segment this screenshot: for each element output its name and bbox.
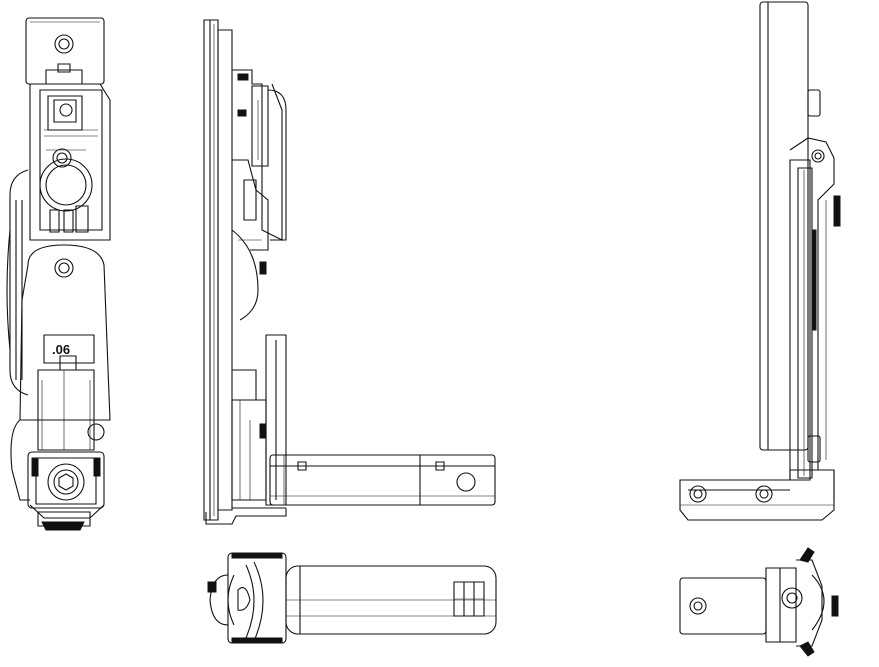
right-view [680,2,840,520]
front-view: .06 [7,18,110,530]
bottom-view [208,553,496,643]
side-view [204,20,495,524]
part-label: .06 [52,342,70,357]
right-bottom-view [680,548,838,656]
